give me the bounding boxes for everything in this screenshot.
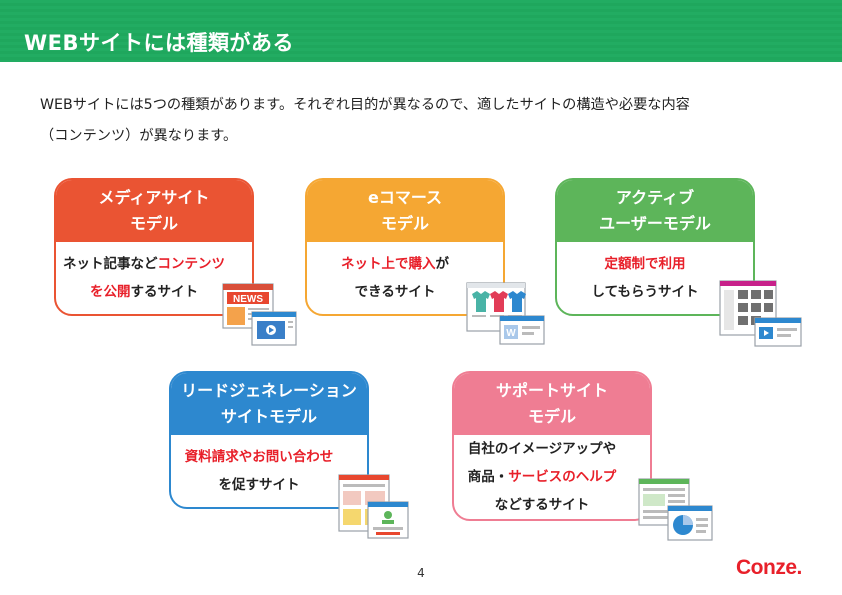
ecommerce-website-illustration: W xyxy=(466,282,545,345)
news-website-illustration: NEWS xyxy=(222,283,297,346)
card-ecommerce-body: ネット上で購入が できるサイト xyxy=(307,242,503,314)
card-media-site-header: メディアサイト モデル xyxy=(56,180,252,242)
intro-line-1: WEBサイトには5つの種類があります。それぞれ目的が異なるので、適したサイトの構… xyxy=(40,97,690,113)
slide-title: WEBサイトには種類がある xyxy=(24,31,295,55)
card-lead-generation: リードジェネレーション サイトモデル 資料請求やお問い合わせ を促すサイト xyxy=(169,371,369,509)
card-desc-text: 商品・ xyxy=(467,469,509,485)
news-badge: NEWS xyxy=(233,294,263,305)
card-title-line-2: サイトモデル xyxy=(220,407,317,426)
svg-text:W: W xyxy=(506,328,516,339)
card-desc-text: を促すサイト xyxy=(218,477,300,493)
intro-line-2: （コンテンツ）が異なります。 xyxy=(40,128,238,144)
card-lead-generation-body: 資料請求やお問い合わせ を促すサイト xyxy=(171,435,367,507)
card-desc-text: するサイト xyxy=(130,284,199,300)
card-desc-highlight: コンテンツ xyxy=(157,256,226,272)
card-desc-highlight: サービスのヘルプ xyxy=(508,469,617,485)
card-title-line-1: サポートサイト xyxy=(495,381,608,400)
card-support-site-header: サポートサイト モデル xyxy=(454,373,650,435)
card-media-site-body: ネット記事などコンテンツ を公開するサイト xyxy=(56,242,252,314)
card-title-line-1: アクティブ xyxy=(615,188,695,207)
card-lead-generation-header: リードジェネレーション サイトモデル xyxy=(171,373,367,435)
card-ecommerce: eコマース モデル ネット上で購入が できるサイト xyxy=(305,178,505,316)
card-desc-highlight: ネット上で購入 xyxy=(341,256,436,272)
card-title-line-2: ユーザーモデル xyxy=(599,214,711,233)
card-support-site: サポートサイト モデル 自社のイメージアップや 商品・サービスのヘルプ などする… xyxy=(452,371,652,521)
card-active-user-header: アクティブ ユーザーモデル xyxy=(557,180,753,242)
conze-logo: Conze. xyxy=(736,556,802,579)
card-desc-text: してもらうサイト xyxy=(591,284,699,300)
card-ecommerce-header: eコマース モデル xyxy=(307,180,503,242)
card-desc-text: 自社のイメージアップや xyxy=(467,441,617,457)
card-title-line-2: モデル xyxy=(380,214,429,233)
support-website-illustration xyxy=(638,478,713,541)
intro-text: WEBサイトには5つの種類があります。それぞれ目的が異なるので、適したサイトの構… xyxy=(40,90,820,152)
card-title-line-2: モデル xyxy=(527,407,576,426)
page-number: 4 xyxy=(417,566,425,580)
card-title-line-1: メディアサイト xyxy=(98,188,210,207)
slide-header: WEBサイトには種類がある xyxy=(0,0,842,62)
card-title-line-1: リードジェネレーション xyxy=(181,381,357,400)
card-title-line-1: eコマース xyxy=(367,188,443,207)
card-active-user-body: 定額制で利用 してもらうサイト xyxy=(557,242,753,314)
card-desc-text: が xyxy=(435,256,450,272)
card-support-site-body: 自社のイメージアップや 商品・サービスのヘルプ などするサイト xyxy=(454,435,650,519)
card-desc-text: ネット記事など xyxy=(63,256,158,272)
subscription-website-illustration xyxy=(719,280,802,347)
card-active-user: アクティブ ユーザーモデル 定額制で利用 してもらうサイト xyxy=(555,178,755,316)
card-desc-highlight: を公開 xyxy=(90,284,131,300)
card-desc-highlight: 資料請求やお問い合わせ xyxy=(184,449,334,465)
card-desc-text: などするサイト xyxy=(494,497,590,513)
card-media-site: メディアサイト モデル ネット記事などコンテンツ を公開するサイト xyxy=(54,178,254,316)
lead-form-website-illustration xyxy=(338,474,409,539)
card-title-line-2: モデル xyxy=(129,214,178,233)
card-desc-highlight: 定額制で利用 xyxy=(604,256,686,272)
card-desc-text: できるサイト xyxy=(354,284,436,300)
